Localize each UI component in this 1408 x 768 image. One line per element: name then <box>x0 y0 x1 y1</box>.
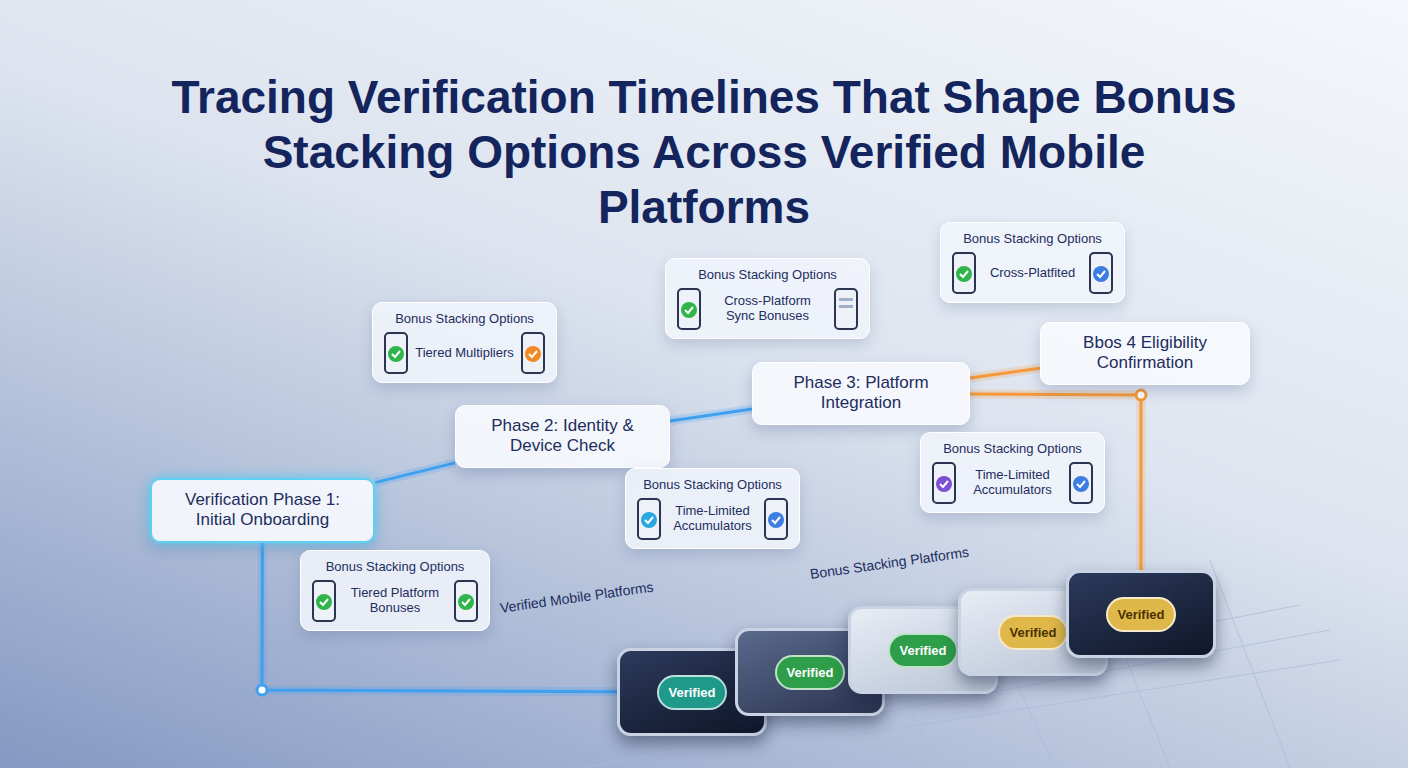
connector <box>375 463 455 483</box>
connector <box>970 368 1040 378</box>
card-body: Time-Limited Accumulators <box>963 468 1062 498</box>
verified-badge: Verified <box>998 615 1069 650</box>
phase-label: Phase 3: Platform Integration <box>767 373 955 414</box>
junction-dot <box>257 685 267 695</box>
phase-label: Phase 2: Identity & Device Check <box>470 416 655 457</box>
card-heading: Bonus Stacking Options <box>951 231 1114 246</box>
phone-icon <box>951 252 977 294</box>
card-heading: Bonus Stacking Options <box>931 441 1094 456</box>
connector-glow <box>670 409 752 421</box>
bonus-card: Bonus Stacking OptionsCross-Platfited <box>940 222 1125 303</box>
phone-icon <box>453 580 479 622</box>
phase-box: Phase 3: Platform Integration <box>752 362 970 425</box>
connector <box>262 543 617 692</box>
card-heading: Bonus Stacking Options <box>636 477 789 492</box>
card-body: Tiered Platform Bonuses <box>343 586 447 616</box>
verified-phone: Verified <box>1066 570 1216 658</box>
connector <box>670 409 752 421</box>
phone-icon <box>931 462 957 504</box>
connector-glow <box>262 543 617 692</box>
phase-label: Verification Phase 1: Initial Onboarding <box>166 490 359 531</box>
card-row: Tiered Platform Bonuses <box>311 580 479 622</box>
verified-badge: Verified <box>1106 597 1177 632</box>
bonus-card: Bonus Stacking OptionsTime-Limited Accum… <box>625 468 800 549</box>
diagram-title: Tracing Verification Timelines That Shap… <box>154 70 1254 236</box>
phase-box: Phase 2: Identity & Device Check <box>455 405 670 468</box>
card-row: Tiered Multipliers <box>383 332 546 374</box>
card-body: Time-Limited Accumulators <box>668 504 757 534</box>
card-heading: Bonus Stacking Options <box>383 311 546 326</box>
phone-icon <box>833 288 859 330</box>
phase-label: Bbos 4 Eligibility Confirmation <box>1055 333 1235 374</box>
phone-icon <box>311 580 337 622</box>
bonus-card: Bonus Stacking OptionsTiered Platform Bo… <box>300 550 490 631</box>
card-row: Cross-Platform Sync Bonuses <box>676 288 859 330</box>
phone-icon <box>1088 252 1114 294</box>
card-row: Cross-Platfited <box>951 252 1114 294</box>
card-body: Tiered Multipliers <box>415 346 514 361</box>
platform-label: Verified Mobile Platforms <box>499 579 655 616</box>
card-heading: Bonus Stacking Options <box>676 267 859 282</box>
verified-badge: Verified <box>775 655 846 690</box>
platform-label: Bonus Stacking Platforms <box>809 544 970 582</box>
card-heading: Bonus Stacking Options <box>311 559 479 574</box>
junction-dot <box>1136 390 1146 400</box>
connector-glow <box>375 463 455 483</box>
phase-box: Verification Phase 1: Initial Onboarding <box>150 478 375 543</box>
phase-box: Bbos 4 Eligibility Confirmation <box>1040 322 1250 385</box>
card-row: Time-Limited Accumulators <box>931 462 1094 504</box>
card-row: Time-Limited Accumulators <box>636 498 789 540</box>
bonus-card: Bonus Stacking OptionsTime-Limited Accum… <box>920 432 1105 513</box>
phone-icon <box>1068 462 1094 504</box>
connector-glow <box>970 368 1040 378</box>
phone-icon <box>676 288 702 330</box>
phone-icon <box>636 498 662 540</box>
verified-badge: Verified <box>657 675 728 710</box>
phone-icon <box>763 498 789 540</box>
verified-badge: Verified <box>888 633 959 668</box>
bonus-card: Bonus Stacking OptionsTiered Multipliers <box>372 302 557 383</box>
bonus-card: Bonus Stacking OptionsCross-Platform Syn… <box>665 258 870 339</box>
phone-icon <box>520 332 546 374</box>
card-body: Cross-Platform Sync Bonuses <box>708 294 827 324</box>
card-body: Cross-Platfited <box>983 266 1082 281</box>
phone-icon <box>383 332 409 374</box>
